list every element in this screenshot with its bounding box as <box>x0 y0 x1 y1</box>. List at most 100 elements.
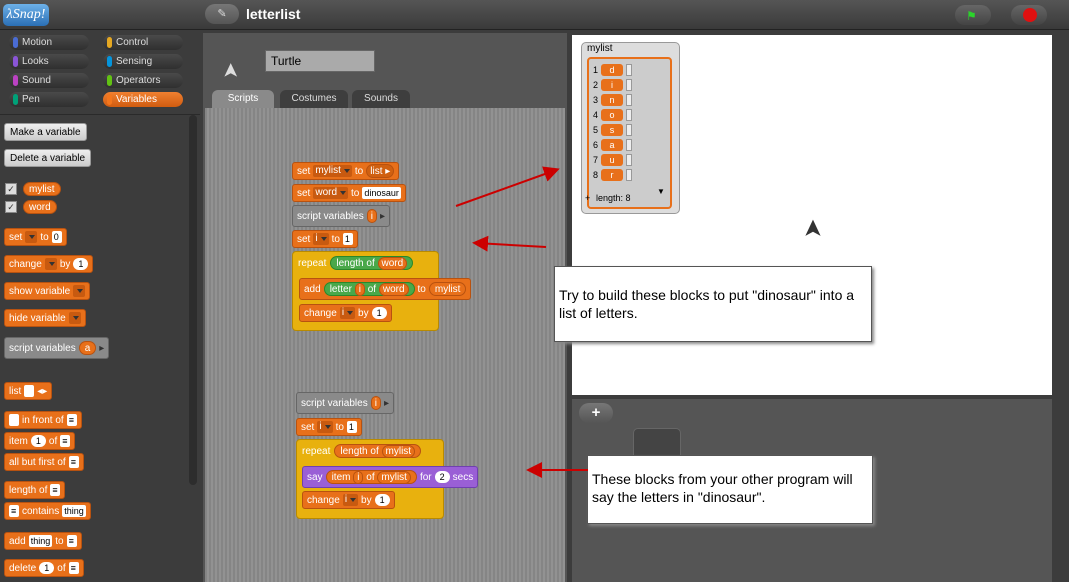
list-block[interactable]: list◂▸ <box>4 382 53 400</box>
category-operators[interactable]: Operators <box>103 73 183 88</box>
category-sensing[interactable]: Sensing <box>103 54 183 69</box>
value-slot[interactable]: 1 <box>346 421 357 433</box>
tab-sounds[interactable]: Sounds <box>352 90 410 108</box>
category-pen[interactable]: Pen <box>9 92 89 107</box>
var-dropdown[interactable] <box>44 258 57 270</box>
var-dropdown[interactable] <box>68 312 81 324</box>
list-reporter[interactable]: list ▸ <box>366 164 395 178</box>
category-control[interactable]: Control <box>103 35 183 50</box>
list-cell[interactable]: r <box>601 169 624 181</box>
var-mylist[interactable]: mylist <box>377 471 411 484</box>
value-slot[interactable]: thing <box>28 535 53 547</box>
var-i[interactable]: i <box>354 283 365 296</box>
var-dropdown[interactable]: i <box>342 494 359 506</box>
var-word[interactable]: word <box>377 257 408 270</box>
var-dropdown[interactable]: i <box>313 233 329 245</box>
var-dropdown[interactable]: i <box>339 307 356 319</box>
list-cell[interactable]: a <box>601 139 624 151</box>
value-slot[interactable] <box>9 414 19 426</box>
var-dropdown[interactable] <box>73 285 86 297</box>
turtle-sprite-icon[interactable]: ➤ <box>799 218 827 239</box>
all-but-first-block[interactable]: all but first of≡ <box>4 453 84 471</box>
value-slot[interactable]: 1 <box>374 494 390 506</box>
make-variable-button[interactable]: Make a variable <box>4 123 87 141</box>
var-dropdown[interactable]: i <box>317 421 333 433</box>
var-i[interactable]: i <box>370 396 381 410</box>
file-menu-button[interactable]: ✎ <box>205 4 239 24</box>
hide-variable-block[interactable]: hide variable <box>4 309 86 327</box>
list-cell[interactable]: n <box>601 94 624 106</box>
value-slot[interactable]: 1 <box>30 435 46 447</box>
checkbox-word[interactable]: ✓ <box>5 201 17 213</box>
list-slot[interactable]: ≡ <box>66 535 77 547</box>
var-word[interactable]: word <box>23 200 57 214</box>
tab-scripts[interactable]: Scripts <box>212 90 274 108</box>
list-cell[interactable]: u <box>601 154 624 166</box>
value-slot[interactable]: 1 <box>342 233 353 245</box>
list-slot[interactable]: ≡ <box>68 562 79 574</box>
list-slot[interactable]: ≡ <box>68 456 79 468</box>
var-mylist[interactable]: mylist <box>381 445 416 458</box>
list-slot[interactable]: ≡ <box>9 505 19 517</box>
value-slot[interactable]: thing <box>62 505 86 517</box>
list-cell[interactable]: o <box>601 109 624 121</box>
var-mylist[interactable]: mylist <box>428 282 467 296</box>
add-sprite-button[interactable]: + <box>579 403 613 423</box>
letter-of-reporter[interactable]: letter i of word <box>323 282 415 296</box>
var-a[interactable]: a <box>78 341 97 355</box>
category-sound[interactable]: Sound <box>9 73 89 88</box>
list-cell[interactable]: s <box>601 124 624 136</box>
var-dropdown[interactable]: mylist <box>313 165 352 177</box>
var-dropdown[interactable] <box>25 231 38 243</box>
category-looks[interactable]: Looks <box>9 54 89 69</box>
checkbox-mylist[interactable]: ✓ <box>5 183 17 195</box>
arrows-icon[interactable]: ◂▸ <box>37 385 48 397</box>
var-mylist[interactable]: mylist <box>23 182 61 196</box>
length-of-reporter[interactable]: length of word <box>330 256 414 270</box>
category-motion[interactable]: Motion <box>9 35 89 50</box>
show-variable-block[interactable]: show variable <box>4 282 91 300</box>
var-i[interactable]: i <box>353 471 364 484</box>
list-slot[interactable]: ≡ <box>50 484 61 496</box>
value-slot[interactable]: 0 <box>51 231 62 243</box>
list-cell[interactable]: d <box>601 64 624 76</box>
stop-button[interactable] <box>1011 5 1047 25</box>
arrow-right-icon[interactable]: ▸ <box>99 342 105 354</box>
length-of-block[interactable]: length of≡ <box>4 481 66 499</box>
list-cell[interactable]: i <box>601 79 624 91</box>
palette-scrollbar[interactable] <box>189 115 197 485</box>
value-slot[interactable]: 2 <box>434 471 450 483</box>
add-element-button[interactable]: + <box>585 193 591 203</box>
var-dropdown[interactable]: word <box>313 187 349 199</box>
value-slot[interactable]: 1 <box>73 258 89 270</box>
list-slot[interactable]: ≡ <box>60 435 71 447</box>
scroll-down-icon[interactable]: ▼ <box>657 187 665 196</box>
category-variables[interactable]: Variables <box>103 92 183 107</box>
value-slot[interactable]: dinosaur <box>362 187 401 199</box>
arrow-right-icon[interactable]: ▸ <box>379 210 385 222</box>
tab-costumes[interactable]: Costumes <box>280 90 348 108</box>
value-slot[interactable]: 1 <box>371 307 387 319</box>
arrow-right-icon[interactable]: ▸ <box>383 397 389 409</box>
in-front-of-block[interactable]: in front of≡ <box>4 411 82 429</box>
length-of-reporter[interactable]: length of mylist <box>334 444 422 458</box>
snap-logo[interactable]: λSnap! <box>3 4 49 26</box>
